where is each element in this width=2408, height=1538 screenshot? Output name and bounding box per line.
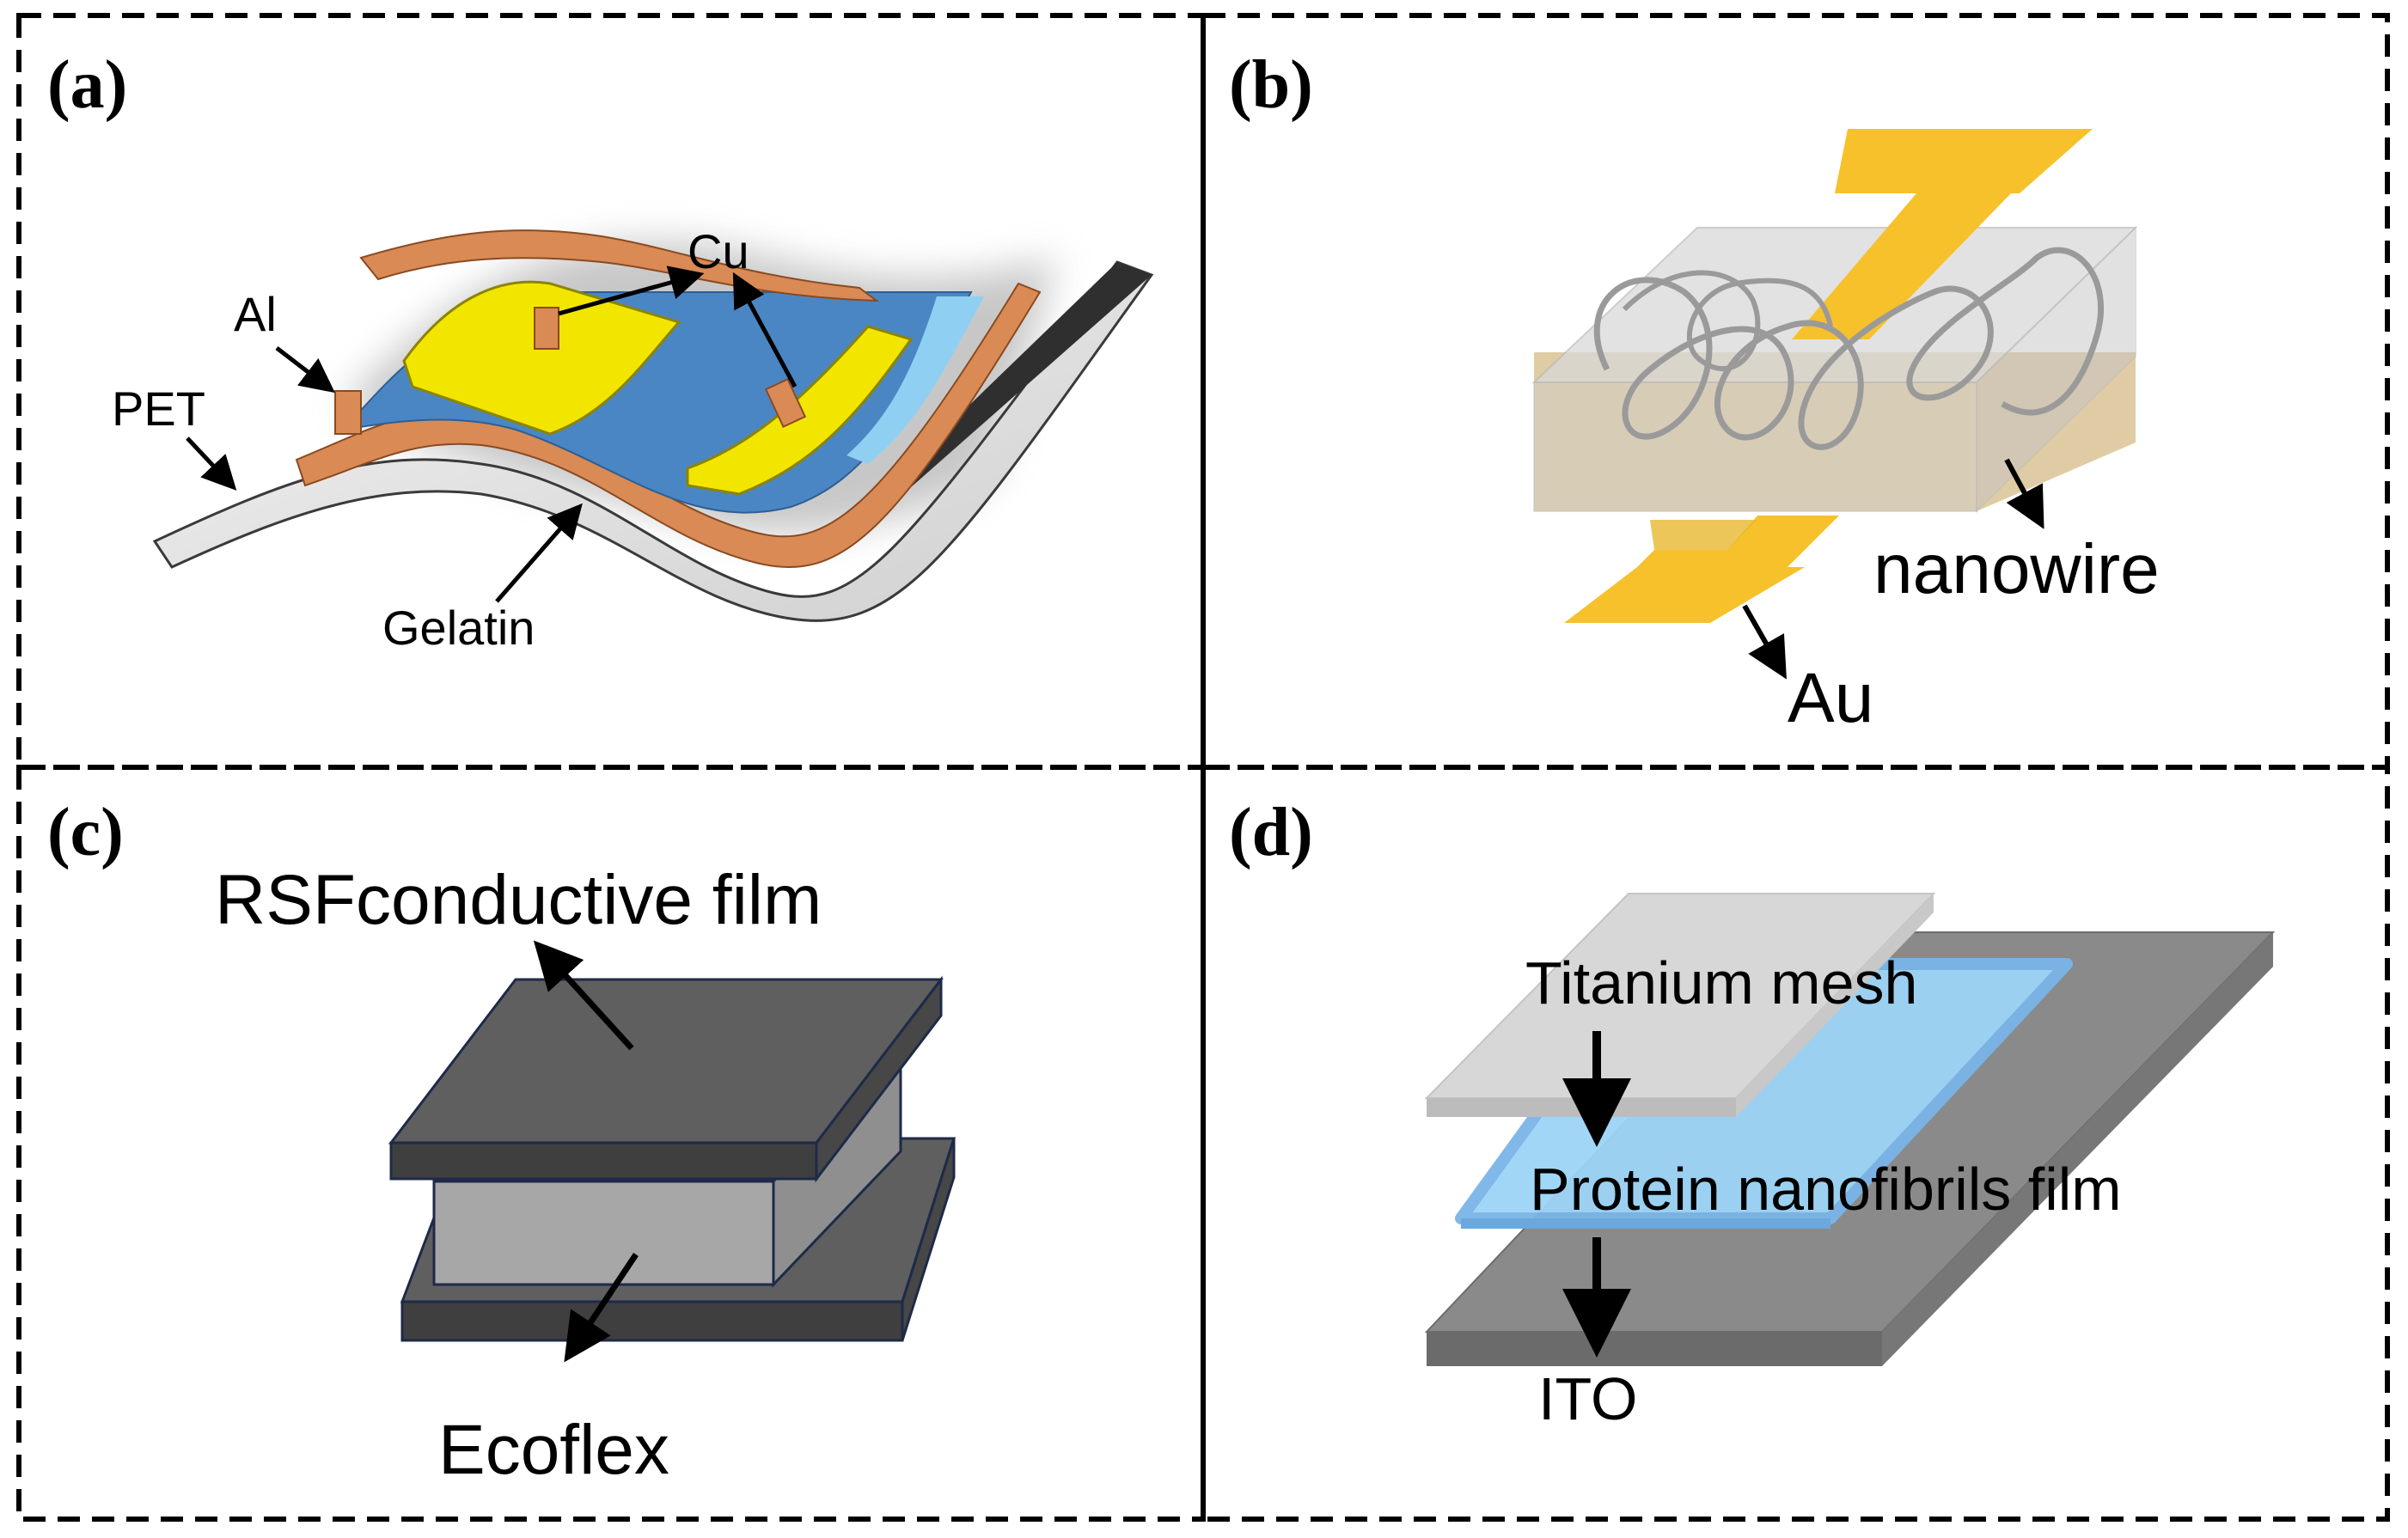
panel-d-tag: (d) xyxy=(1229,795,1313,870)
ti-mesh-front xyxy=(1427,1098,1736,1117)
ecoflex-front xyxy=(432,1180,775,1286)
yellow-electrode-left xyxy=(402,280,681,436)
panel-b-tag: (b) xyxy=(1229,47,1313,123)
nanowire-path xyxy=(1593,247,2105,450)
label-nanowire: nanowire xyxy=(1873,530,2160,608)
panel-c-frame xyxy=(16,765,1206,1522)
panel-b: (b) nanowire Au xyxy=(1229,47,2160,737)
cu-tab-left xyxy=(534,307,559,350)
label-ecoflex: Ecoflex xyxy=(438,1411,669,1489)
arrow-cu-right xyxy=(732,272,798,388)
label-al: Al xyxy=(234,287,277,341)
ito-plate-side xyxy=(1882,932,2273,1366)
panel-d-frame xyxy=(1201,765,2390,1522)
arrow-gelatin xyxy=(495,503,583,603)
label-rsf-film: RSFconductive film xyxy=(215,861,822,939)
panel-c-tag: (c) xyxy=(47,795,124,870)
label-protein-film: Protein nanofibrils film xyxy=(1530,1156,2122,1223)
gold-electrode-mid xyxy=(1650,520,1757,550)
top-plate-side xyxy=(815,975,943,1183)
label-au: Au xyxy=(1788,659,1873,737)
bottom-plate-side xyxy=(901,1138,956,1341)
arrow-film xyxy=(533,940,634,1051)
protein-film-edge xyxy=(1461,1218,1830,1229)
nanowire-path-2 xyxy=(1622,270,1833,371)
arrow-ecoflex xyxy=(564,1253,639,1363)
cu-tab-right xyxy=(764,378,807,428)
label-ti-mesh: Titanium mesh xyxy=(1525,949,1917,1016)
ti-mesh-side xyxy=(1736,894,1934,1117)
arrow-al xyxy=(275,346,335,394)
panel-d: (d) Titanium mesh Protein nanofibrils fi… xyxy=(1229,795,2276,1432)
label-pet: PET xyxy=(112,381,205,436)
top-plate-front xyxy=(389,1141,818,1181)
ito-plate-front xyxy=(1427,1332,1882,1366)
bottom-plate-front xyxy=(400,1300,904,1342)
arrow-cu-left xyxy=(558,265,705,316)
box-right-face xyxy=(1976,225,2136,514)
panel-a-tag: (a) xyxy=(47,47,127,123)
box-front-face xyxy=(1533,381,1977,512)
panel-c: (c) RSFconductive film Ecoflex xyxy=(47,795,956,1489)
arrow-pet xyxy=(186,436,237,491)
arrow-au xyxy=(1742,604,1787,680)
gold-electrode-top xyxy=(1792,129,2093,339)
label-cu: Cu xyxy=(688,224,749,278)
gelatin-highlight xyxy=(846,296,984,464)
label-gelatin: Gelatin xyxy=(382,601,535,655)
arrow-nanowire xyxy=(2004,458,2044,529)
al-tab xyxy=(334,390,362,435)
panel-a: (a) Cu Al PET Gelatin xyxy=(47,47,1154,655)
gold-electrode-bottom xyxy=(1564,516,1839,623)
label-ito: ITO xyxy=(1538,1365,1637,1432)
pet-substrate xyxy=(152,260,1154,622)
